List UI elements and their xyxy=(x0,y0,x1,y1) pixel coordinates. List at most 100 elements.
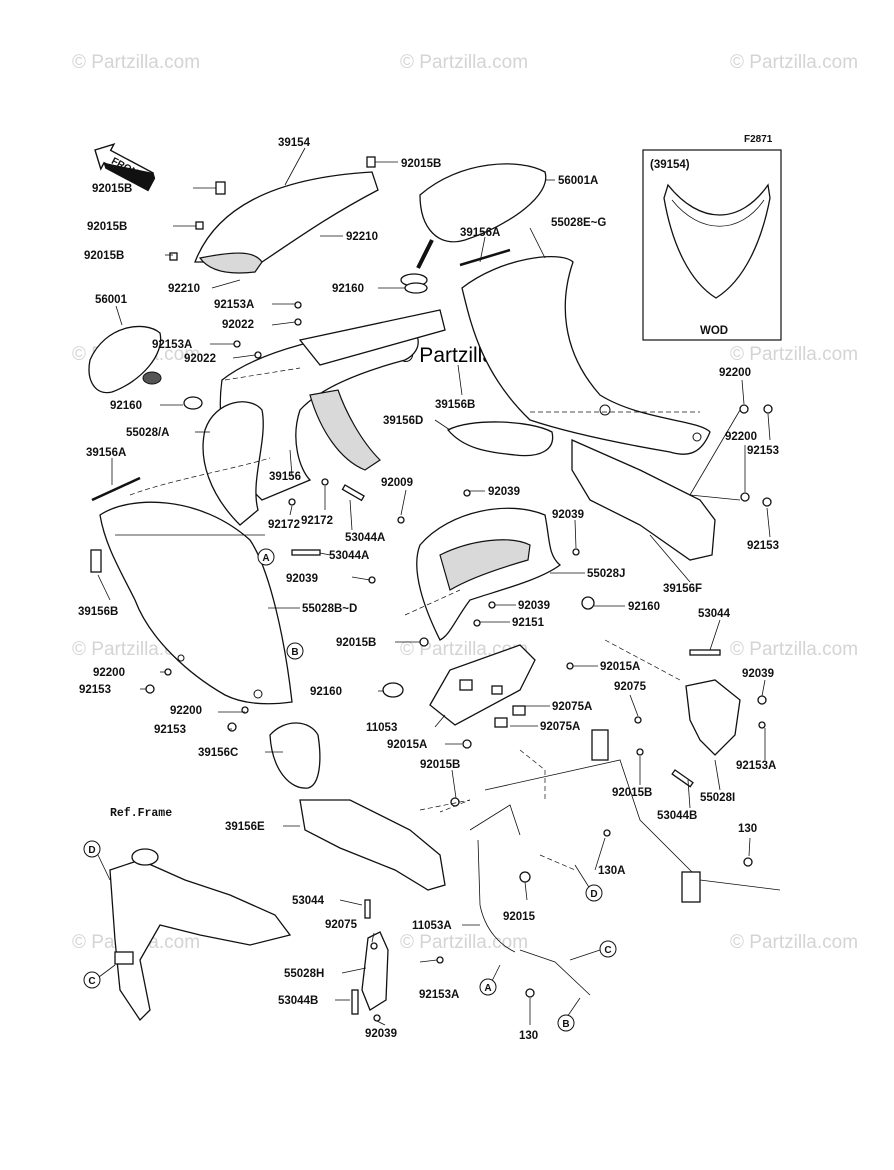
callout-a-1: A xyxy=(257,548,275,566)
callout-b-2: B xyxy=(557,1014,575,1032)
rod xyxy=(90,549,102,573)
part-label: 39156A xyxy=(86,447,126,459)
part-label: 92015B xyxy=(87,221,127,233)
rod xyxy=(671,769,694,788)
svg-text:A: A xyxy=(484,983,491,994)
ref-frame xyxy=(109,848,292,1022)
part-label: 92160 xyxy=(310,686,342,698)
stripe xyxy=(459,248,511,267)
watermark: © Partzilla.com xyxy=(730,344,858,365)
svg-text:D: D xyxy=(88,845,95,856)
duct-pad-f xyxy=(571,439,716,561)
svg-text:D: D xyxy=(590,889,597,900)
duct-pad-d xyxy=(446,421,554,457)
part-label: 92200 xyxy=(725,431,757,443)
part-label: 92075A xyxy=(540,721,580,733)
part-label: 92015A xyxy=(600,661,640,673)
part-label: 92039 xyxy=(488,486,520,498)
part-label: 39156A xyxy=(460,227,500,239)
part-label: 92075A xyxy=(552,701,592,713)
callout-b-1: B xyxy=(286,642,304,660)
part-label: 92160 xyxy=(628,601,660,613)
part-label: 92015B xyxy=(612,787,652,799)
figure-code: F2871 xyxy=(744,134,773,145)
inset-caption: WOD xyxy=(700,325,728,337)
part-label: 92015B xyxy=(401,158,441,170)
part-label: 55028B~D xyxy=(302,603,357,615)
part-label: 92039 xyxy=(286,573,318,585)
part-label: 92039 xyxy=(365,1028,397,1040)
part-label: 39156E xyxy=(225,821,265,833)
part-label: 92153 xyxy=(154,724,186,736)
part-label: 53044B xyxy=(278,995,318,1007)
part-label: 55028H xyxy=(284,968,324,980)
svg-text:C: C xyxy=(88,976,95,987)
part-label: 92153 xyxy=(747,540,779,552)
part-label: 92015B xyxy=(336,637,376,649)
part-label: 55028/A xyxy=(126,427,169,439)
part-label: 92075 xyxy=(325,919,358,931)
part-label: 92153A xyxy=(214,299,254,311)
callout-c-1: C xyxy=(83,971,101,989)
watermark: © Partzilla.com xyxy=(730,932,858,953)
part-label: 92151 xyxy=(512,617,545,629)
side-bracket-i xyxy=(685,679,741,756)
svg-text:C: C xyxy=(604,945,611,956)
stripe xyxy=(91,476,141,502)
part-label: 53044 xyxy=(292,895,325,907)
lower-cowl-left xyxy=(99,501,293,705)
mirror-left xyxy=(88,325,203,410)
leader-lines xyxy=(94,147,771,1026)
part-label: 92153 xyxy=(79,684,111,696)
part-label: 92039 xyxy=(742,668,774,680)
part-label: 92153A xyxy=(419,989,459,1001)
part-label: 130A xyxy=(598,865,626,877)
part-label: 39156B xyxy=(435,399,475,411)
watermark: © Partzilla.com xyxy=(400,932,528,953)
rod xyxy=(364,899,371,919)
part-label: 92153A xyxy=(152,339,192,351)
side-cowl-left xyxy=(202,401,264,526)
part-label: 92200 xyxy=(170,705,202,717)
part-label: 55028E~G xyxy=(551,217,606,229)
inner-cowl xyxy=(219,309,446,501)
inset-part-ref: (39154) xyxy=(650,159,690,171)
ref-frame-label: Ref.Frame xyxy=(110,807,172,820)
callout-d-1: D xyxy=(83,840,101,858)
part-label: 92015B xyxy=(92,183,132,195)
part-label: 92022 xyxy=(184,353,216,365)
mirror-right xyxy=(400,163,547,294)
part-label: 56001A xyxy=(558,175,598,187)
duct-pad-c xyxy=(269,722,321,789)
side-bracket-h xyxy=(361,931,389,1011)
part-label: 92153 xyxy=(747,445,779,457)
part-label: 92210 xyxy=(346,231,378,243)
part-label: 92022 xyxy=(222,319,254,331)
part-label: 92153A xyxy=(736,760,776,772)
svg-text:A: A xyxy=(262,553,269,564)
part-label: 92172 xyxy=(301,515,333,527)
callout-d-2: D xyxy=(585,884,603,902)
part-label: 92210 xyxy=(168,283,200,295)
fairing-stay xyxy=(469,729,781,996)
part-label: 92160 xyxy=(332,283,364,295)
part-label: 92075 xyxy=(614,681,647,693)
svg-text:B: B xyxy=(562,1019,569,1030)
duct-pad-e xyxy=(299,799,446,891)
part-label: 53044A xyxy=(345,532,385,544)
part-label: 92015B xyxy=(84,250,124,262)
part-label: 55028I xyxy=(700,792,735,804)
svg-text:B: B xyxy=(291,647,298,658)
part-label: 92172 xyxy=(268,519,300,531)
rod xyxy=(689,649,721,656)
part-label: 53044 xyxy=(698,608,731,620)
rod xyxy=(341,484,365,502)
part-label: 55028J xyxy=(587,568,625,580)
callout-a-2: A xyxy=(479,978,497,996)
part-label: 130 xyxy=(738,823,757,835)
part-label: 92039 xyxy=(552,509,584,521)
part-label: 39156C xyxy=(198,747,238,759)
watermark: © Partzilla.com xyxy=(72,52,200,73)
part-labels: 39154 92015B 92015B 92015B 92015B 92210 … xyxy=(78,137,779,1042)
rod xyxy=(291,549,321,556)
